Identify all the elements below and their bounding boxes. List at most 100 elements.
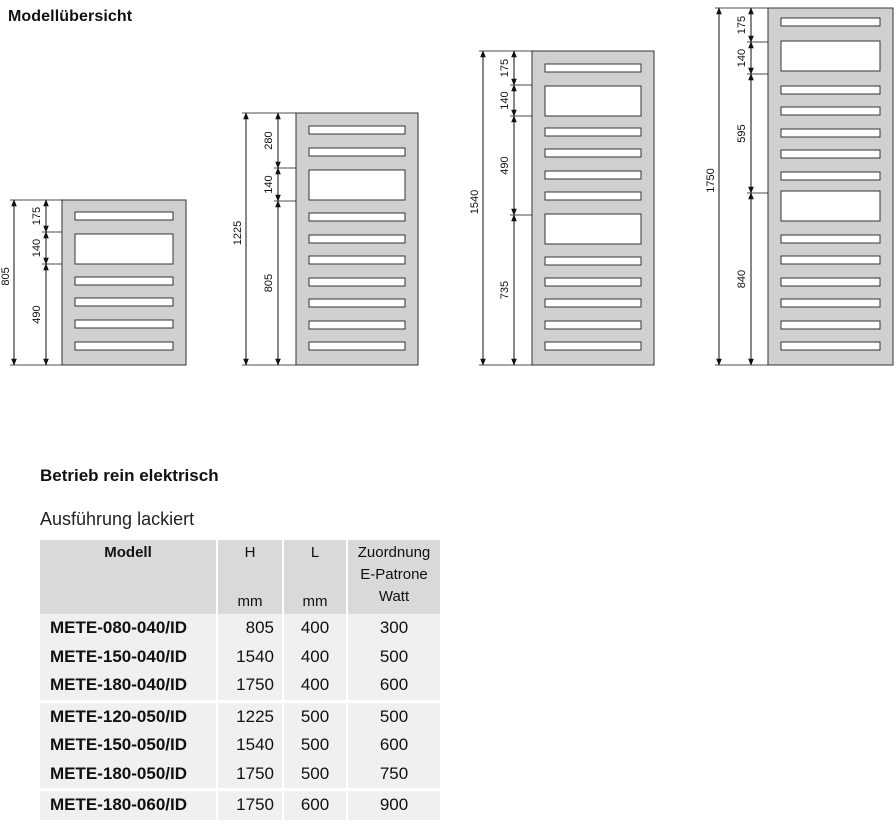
table-row: METE-080-040/ID 805 400 300 (40, 614, 440, 643)
radiator-bar (544, 127, 642, 137)
cell-model: METE-180-060/ID (40, 788, 218, 820)
radiator-bar (74, 341, 174, 351)
cell-watt: 900 (347, 788, 440, 820)
radiator-bar (308, 320, 406, 330)
specs-table: Modell H mm L mm Zuordnung E-Patrone Wat… (40, 540, 440, 820)
cell-l: 600 (283, 788, 348, 820)
cell-l: 500 (283, 699, 348, 731)
radiator-model-4: 1750 175 140 595 840 (705, 7, 894, 366)
radiator-bar (544, 341, 642, 351)
radiator-bar (74, 297, 174, 307)
cell-model: METE-180-050/ID (40, 759, 218, 790)
total-height-label: 805 (0, 267, 12, 285)
radiator-opening (74, 233, 174, 265)
model-overview-diagram: 8051751404901225280140805154017514049073… (0, 7, 894, 366)
table-row: METE-180-060/ID 1750 600 900 (40, 788, 440, 820)
radiator-bar (780, 171, 881, 181)
cell-watt: 600 (347, 731, 440, 760)
cell-watt: 500 (347, 699, 440, 731)
segment-label: 175 (31, 207, 43, 225)
radiator-bar (544, 256, 642, 266)
cell-watt: 600 (347, 671, 440, 701)
radiator-bar (780, 128, 881, 138)
segment-label: 175 (499, 59, 511, 77)
radiator-bar (308, 234, 406, 244)
radiator-bar (544, 298, 642, 308)
cell-l: 400 (283, 614, 348, 643)
table-row: METE-150-040/ID 1540 400 500 (40, 642, 440, 671)
radiator-bar (780, 234, 881, 244)
table-header-row: Modell H mm L mm Zuordnung E-Patrone Wat… (40, 540, 440, 614)
radiator-bar (780, 149, 881, 159)
radiator-opening (544, 85, 642, 117)
cell-model: METE-080-040/ID (40, 614, 218, 643)
cell-watt: 500 (347, 642, 440, 671)
radiator-bar (308, 255, 406, 265)
radiator-opening (780, 40, 881, 72)
table-row: METE-120-050/ID 1225 500 500 (40, 699, 440, 731)
segment-label: 735 (499, 281, 511, 299)
segment-label: 140 (31, 239, 43, 257)
radiator-bar (308, 277, 406, 287)
segment-label: 280 (263, 131, 275, 149)
cell-h: 1750 (217, 671, 284, 701)
cell-watt: 300 (347, 614, 440, 643)
segment-label: 490 (499, 156, 511, 174)
cell-h: 1540 (217, 642, 284, 671)
col-header-watt: Zuordnung E-Patrone Watt (347, 540, 440, 614)
section-subtitle: Ausführung lackiert (40, 509, 195, 529)
table-row: METE-150-050/ID 1540 500 600 (40, 731, 440, 760)
total-height-label: 1750 (705, 168, 717, 192)
radiator-bar (780, 341, 881, 351)
radiator-bar (544, 191, 642, 201)
cell-watt: 750 (347, 759, 440, 790)
col-unit-h: mm (237, 593, 263, 610)
segment-label: 805 (263, 274, 275, 292)
cell-model: METE-180-040/ID (40, 671, 218, 701)
radiator-opening (780, 190, 881, 222)
col-header-model: Modell (40, 540, 218, 614)
table-row: METE-180-050/ID 1750 500 750 (40, 759, 440, 790)
page-title: Modellübersicht (8, 8, 133, 25)
cell-h: 1225 (217, 699, 284, 731)
cell-h: 1540 (217, 731, 284, 760)
cell-l: 400 (283, 642, 348, 671)
cell-l: 500 (283, 731, 348, 760)
radiator-bar (780, 106, 881, 116)
radiator-bar (544, 63, 642, 73)
segment-label: 840 (736, 270, 748, 288)
segment-label: 140 (499, 91, 511, 109)
radiator-bar (308, 298, 406, 308)
radiator-bar (780, 298, 881, 308)
radiator-bar (780, 255, 881, 265)
radiator-bar (544, 148, 642, 158)
radiator-bar (74, 211, 174, 221)
radiator-opening (544, 213, 642, 245)
radiator-bar (544, 277, 642, 287)
cell-l: 400 (283, 671, 348, 701)
radiator-bar (308, 147, 406, 157)
radiator-bar (74, 276, 174, 286)
segment-label: 175 (736, 16, 748, 34)
cell-model: METE-150-040/ID (40, 642, 218, 671)
col-header-l: L mm (283, 540, 348, 614)
radiator-bar (780, 277, 881, 287)
segment-label: 595 (736, 124, 748, 142)
segment-label: 140 (736, 49, 748, 67)
radiator-bar (780, 320, 881, 330)
cell-h: 1750 (217, 788, 284, 820)
radiator-bar (780, 85, 881, 95)
col-header-h: H mm (217, 540, 284, 614)
section-title: Betrieb rein elektrisch (40, 466, 219, 485)
radiator-bar (308, 341, 406, 351)
cell-model: METE-150-050/ID (40, 731, 218, 760)
cell-l: 500 (283, 759, 348, 790)
cell-model: METE-120-050/ID (40, 699, 218, 731)
radiator-bar (308, 125, 406, 135)
radiator-opening (308, 169, 406, 201)
cell-h: 1750 (217, 759, 284, 790)
cell-h: 805 (217, 614, 284, 643)
radiator-bar (74, 319, 174, 329)
